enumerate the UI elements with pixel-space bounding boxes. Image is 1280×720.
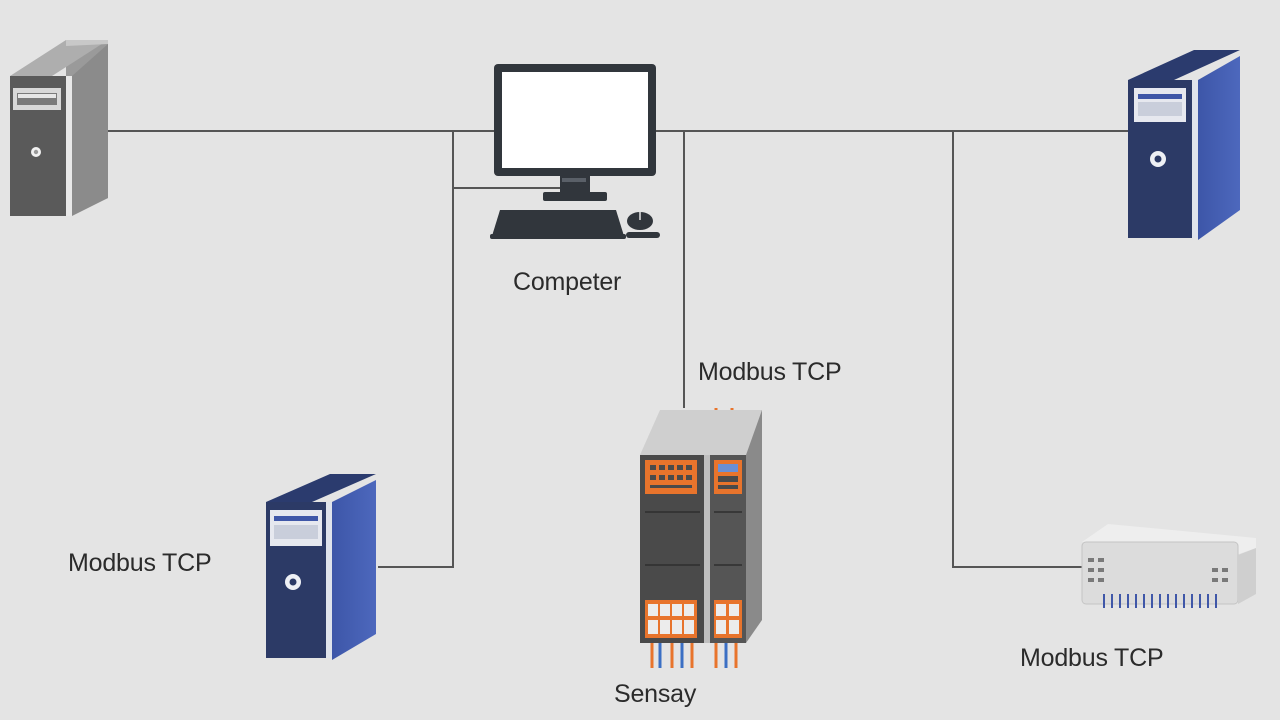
desktop-computer-icon xyxy=(490,64,660,239)
server-tower-icon xyxy=(1128,50,1240,240)
plc-controller-icon xyxy=(640,408,762,668)
sensor-label: Sensay xyxy=(614,680,697,708)
server-tower-icon xyxy=(10,40,108,216)
computer-label: Competer xyxy=(513,268,622,296)
io-module-icon xyxy=(1081,524,1256,608)
connection-lines xyxy=(108,130,1128,568)
modbus-tcp-label-left: Modbus TCP xyxy=(68,549,212,577)
link-to-io-module xyxy=(952,131,1082,568)
modbus-tcp-label-center: Modbus TCP xyxy=(698,358,842,386)
server-tower-icon xyxy=(266,474,376,660)
link-computer-to-bottom-left xyxy=(378,130,496,568)
modbus-tcp-label-right: Modbus TCP xyxy=(1020,644,1164,672)
